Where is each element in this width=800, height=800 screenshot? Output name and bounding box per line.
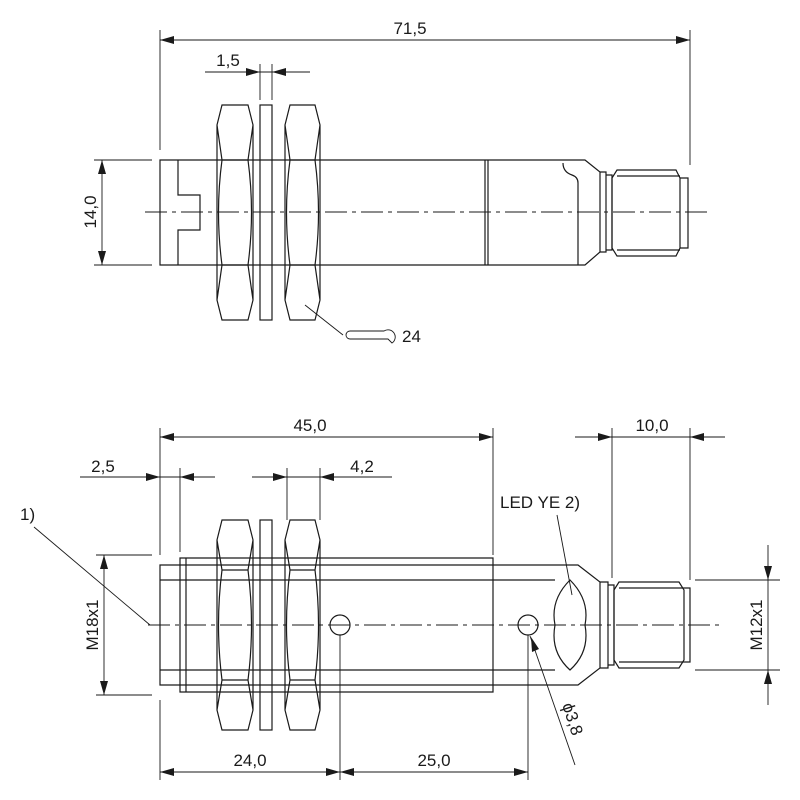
hex-nut xyxy=(216,104,254,321)
dim-label-overall-length: 71,5 xyxy=(393,19,426,38)
dim-label-hole-diameter: ϕ3,8 xyxy=(558,700,586,737)
dim-nut-width: 4,2 xyxy=(252,457,392,520)
note-1-label: 1) xyxy=(20,505,35,524)
bottom-view: 45,0 10,0 2,5 4,2 1) LED YE 2) M18 xyxy=(20,416,780,780)
hex-nut xyxy=(216,519,254,731)
dim-washer-thickness: 1,5 xyxy=(205,51,310,100)
led-callout: LED YE 2) xyxy=(500,493,580,596)
top-view: 71,5 1,5 14,0 24 xyxy=(81,19,712,346)
dim-label-nut-width: 4,2 xyxy=(350,457,374,476)
dim-connector-length: 10,0 xyxy=(575,416,725,580)
nuts-bottom xyxy=(216,519,321,731)
wrench-icon xyxy=(345,329,396,344)
note-1-callout: 1) xyxy=(20,505,151,626)
dim-label-connector-length: 10,0 xyxy=(635,416,668,435)
dim-diameter: 14,0 xyxy=(81,159,152,266)
led-label: LED YE 2) xyxy=(500,493,580,512)
hex-nut xyxy=(284,519,321,731)
dim-label-front-offset: 2,5 xyxy=(91,457,115,476)
dim-label-hole-distance-2: 25,0 xyxy=(417,751,450,770)
dim-label-thread-length: 45,0 xyxy=(293,416,326,435)
dim-overall-length: 71,5 xyxy=(159,19,691,165)
dim-label-diameter: 14,0 xyxy=(81,195,100,228)
dim-label-thread-m12: M12x1 xyxy=(747,599,766,650)
hex-nut xyxy=(284,104,321,321)
wrench-size-label: 24 xyxy=(402,327,421,346)
dim-front-offset: 2,5 xyxy=(80,457,215,552)
dim-label-thread-m18: M18x1 xyxy=(83,599,102,650)
dim-hole-diameter: ϕ3,8 xyxy=(529,635,587,766)
dim-thread-m12: M12x1 xyxy=(695,545,780,705)
dim-thread-length: 45,0 xyxy=(159,416,494,555)
wrench-callout: 24 xyxy=(304,304,421,346)
nuts-top xyxy=(216,104,321,321)
dim-thread-m18: M18x1 xyxy=(83,554,152,696)
dim-label-washer-thickness: 1,5 xyxy=(216,51,240,70)
dim-label-hole-distance-1: 24,0 xyxy=(233,751,266,770)
dim-hole-distances: 24,0 25,0 xyxy=(159,635,529,780)
